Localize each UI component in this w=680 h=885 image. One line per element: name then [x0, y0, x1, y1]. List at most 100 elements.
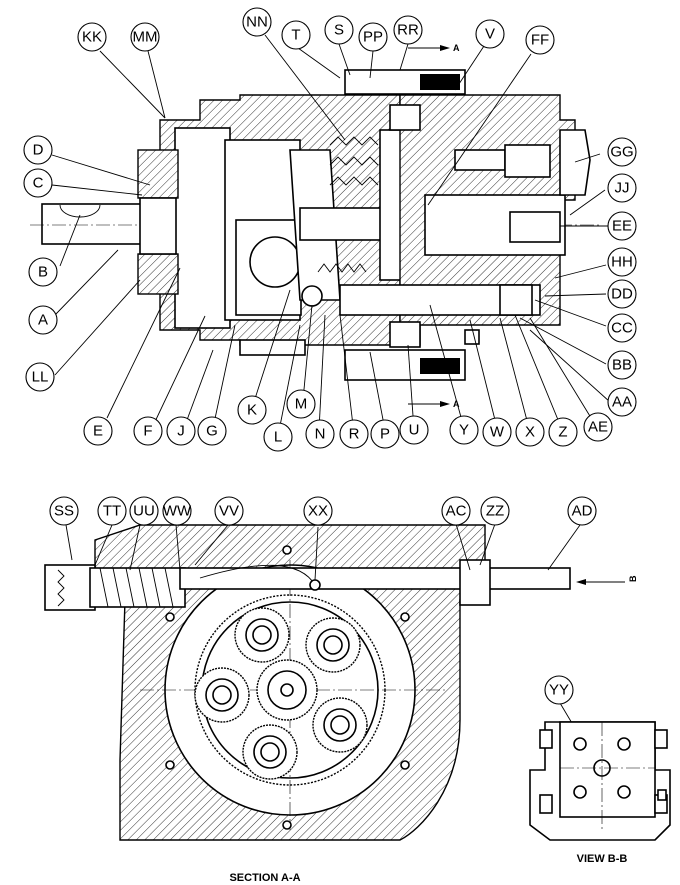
svg-text:YY: YY	[549, 682, 569, 699]
callouts-bottom: SS TT UU WW VV XX AC ZZ AD YY	[49, 496, 597, 705]
callout-n: N	[305, 419, 335, 449]
svg-text:L: L	[274, 429, 282, 446]
callout-t: T	[281, 20, 311, 50]
svg-text:D: D	[33, 142, 44, 159]
callout-s: S	[324, 15, 354, 45]
svg-text:AD: AD	[572, 503, 593, 520]
callout-ww: WW	[162, 496, 192, 526]
planet-gear	[234, 607, 290, 663]
svg-text:W: W	[490, 424, 505, 441]
callout-e: E	[83, 416, 113, 446]
section-aa-drawing: B	[44, 524, 638, 841]
svg-text:R: R	[349, 426, 360, 443]
svg-text:U: U	[409, 422, 420, 439]
planet-gear	[242, 724, 298, 780]
callout-b: B	[28, 257, 58, 287]
svg-text:UU: UU	[133, 503, 155, 520]
callout-aa: AA	[607, 387, 637, 417]
svg-text:WW: WW	[163, 503, 192, 520]
callout-ae: AE	[583, 412, 613, 442]
svg-text:DD: DD	[611, 286, 633, 303]
callout-u: U	[399, 415, 429, 445]
callout-f: F	[133, 416, 163, 446]
svg-text:T: T	[291, 27, 300, 44]
callout-x: X	[515, 417, 545, 447]
callout-tt: TT	[97, 496, 127, 526]
callout-a: A	[28, 305, 58, 335]
callout-nn: NN	[242, 7, 272, 37]
callout-p: P	[370, 419, 400, 449]
leader-lines-top	[51, 34, 611, 437]
svg-text:C: C	[33, 175, 44, 192]
leader-lines-bottom	[65, 523, 583, 741]
svg-text:LL: LL	[32, 369, 49, 386]
section-arrow-label-bottom: A	[453, 399, 460, 409]
svg-text:AA: AA	[612, 394, 632, 411]
sun-gear	[256, 659, 318, 721]
callout-mm: MM	[130, 22, 160, 52]
svg-text:VV: VV	[219, 503, 239, 520]
longitudinal-section: A A	[30, 43, 600, 409]
callout-bb: BB	[607, 350, 637, 380]
callout-g: G	[197, 416, 227, 446]
view-bb-caption: VIEW B-B	[577, 853, 628, 865]
callout-ee: EE	[607, 211, 637, 241]
callout-ff: FF	[525, 25, 555, 55]
svg-text:NN: NN	[246, 14, 268, 31]
svg-text:G: G	[206, 423, 218, 440]
callout-hh: HH	[607, 247, 637, 277]
callout-j: J	[166, 416, 196, 446]
callout-cc: CC	[607, 313, 637, 343]
svg-text:HH: HH	[611, 254, 633, 271]
view-bb-drawing	[529, 721, 671, 841]
svg-text:KK: KK	[82, 29, 102, 46]
svg-text:Z: Z	[558, 424, 567, 441]
callout-zz: ZZ	[480, 496, 510, 526]
callout-l: L	[263, 422, 293, 452]
svg-text:CC: CC	[611, 320, 633, 337]
svg-text:FF: FF	[531, 32, 549, 49]
svg-text:GG: GG	[610, 144, 633, 161]
callout-yy: YY	[544, 675, 574, 705]
svg-text:J: J	[177, 423, 185, 440]
callout-r: R	[339, 419, 369, 449]
svg-text:TT: TT	[103, 503, 121, 520]
callout-dd: DD	[607, 279, 637, 309]
callout-m: M	[286, 389, 316, 419]
view-arrow-label: B	[628, 575, 638, 582]
svg-text:PP: PP	[363, 29, 383, 46]
callout-uu: UU	[129, 496, 159, 526]
svg-text:P: P	[380, 426, 390, 443]
svg-text:SS: SS	[54, 503, 74, 520]
svg-text:E: E	[93, 423, 103, 440]
svg-text:JJ: JJ	[615, 180, 630, 197]
planet-gear	[312, 697, 368, 753]
svg-text:MM: MM	[133, 29, 158, 46]
callout-ad: AD	[567, 496, 597, 526]
callout-k: K	[237, 395, 267, 425]
section-aa-caption: SECTION A-A	[229, 872, 300, 884]
svg-text:RR: RR	[397, 22, 419, 39]
callouts-top: KK MM NN T S PP RR V FF D C GG JJ EE B H…	[23, 7, 637, 452]
svg-text:V: V	[485, 26, 495, 43]
svg-text:AC: AC	[446, 503, 467, 520]
svg-text:AE: AE	[588, 419, 608, 436]
svg-text:B: B	[38, 264, 48, 281]
svg-text:ZZ: ZZ	[486, 503, 504, 520]
svg-text:Y: Y	[459, 422, 469, 439]
svg-text:F: F	[143, 423, 152, 440]
callout-z: Z	[548, 417, 578, 447]
callout-y: Y	[449, 415, 479, 445]
svg-text:BB: BB	[612, 357, 632, 374]
callout-kk: KK	[77, 22, 107, 52]
callout-ll: LL	[25, 362, 55, 392]
callout-pp: PP	[358, 22, 388, 52]
callout-ac: AC	[441, 496, 471, 526]
planet-gear	[305, 617, 361, 673]
svg-text:N: N	[315, 426, 326, 443]
svg-text:X: X	[525, 424, 535, 441]
svg-text:M: M	[295, 396, 308, 413]
callout-jj: JJ	[607, 173, 637, 203]
svg-text:EE: EE	[612, 218, 632, 235]
